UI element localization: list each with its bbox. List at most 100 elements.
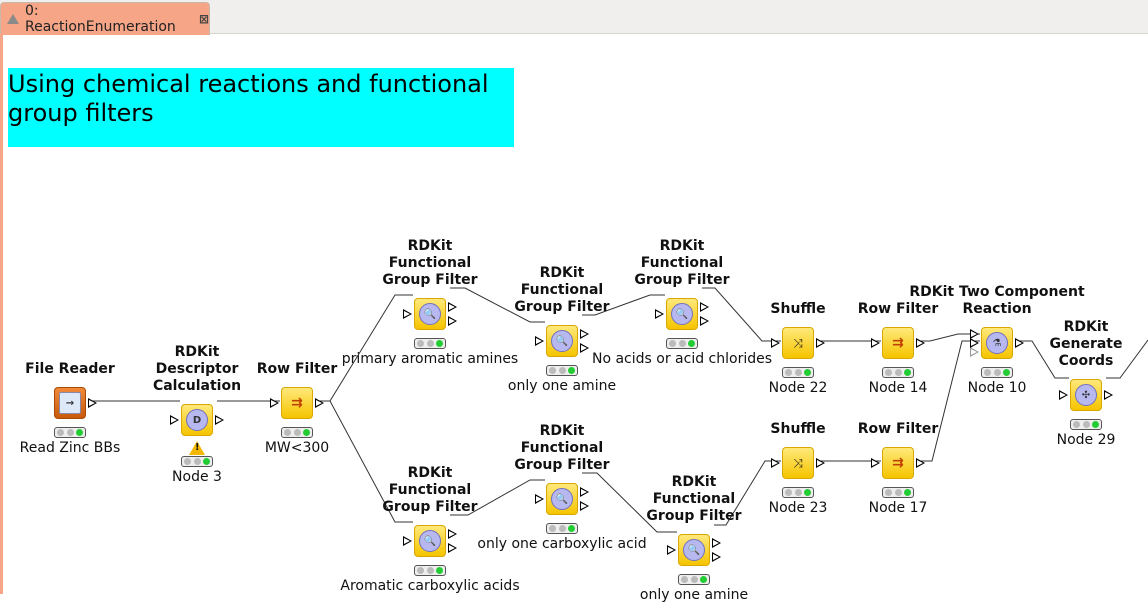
magnifier-icon: 🔍: [419, 303, 441, 325]
node-icon[interactable]: 🔍: [535, 325, 589, 357]
node-label[interactable]: MW<300: [264, 440, 330, 456]
node-label[interactable]: only one amine: [507, 378, 617, 394]
node-icon[interactable]: ⚗: [970, 327, 1024, 359]
node-icon[interactable]: ⇉: [871, 447, 925, 479]
connection: [450, 479, 545, 516]
input-port[interactable]: [667, 545, 676, 555]
input-port[interactable]: [535, 336, 544, 346]
input-port[interactable]: [871, 338, 880, 348]
node-label[interactable]: No acids or acid chlorides: [591, 351, 773, 367]
node-icon[interactable]: ⇉: [270, 387, 324, 419]
output-port[interactable]: [215, 415, 224, 425]
node-icon[interactable]: 🔍: [403, 298, 457, 330]
input-port[interactable]: [403, 309, 412, 319]
output-port[interactable]: [816, 458, 825, 468]
node-label[interactable]: Aromatic carboxylic acids: [340, 578, 520, 594]
output-port[interactable]: [816, 338, 825, 348]
input-port[interactable]: [403, 536, 412, 546]
output-port[interactable]: [712, 552, 721, 562]
node-label[interactable]: Node 17: [868, 500, 928, 516]
close-icon[interactable]: ⊠: [198, 12, 209, 26]
node-row-filter[interactable]: Row Filter ⇉ Node 14: [778, 301, 1018, 397]
row-filter-icon: ⇉: [892, 335, 904, 351]
node-icon[interactable]: ✣: [1059, 379, 1113, 411]
node-fg-filter[interactable]: RDKit Functional Group Filter 🔍 primary …: [310, 238, 550, 368]
output-port[interactable]: [916, 458, 925, 468]
node-icon[interactable]: 🔍: [655, 298, 709, 330]
output-port[interactable]: [580, 501, 589, 511]
input-port[interactable]: [771, 338, 780, 348]
node-shuffle[interactable]: Shuffle ⤨ Node 22: [678, 301, 918, 397]
node-fg-filter[interactable]: RDKit Functional Group Filter 🔍 No acids…: [562, 238, 802, 368]
workflow-annotation[interactable]: Using chemical reactions and functional …: [8, 68, 514, 147]
node-icon[interactable]: ⇉: [871, 327, 925, 359]
node-fg-filter[interactable]: RDKit Functional Group Filter 🔍 Aromatic…: [310, 465, 550, 595]
input-port[interactable]: [871, 458, 880, 468]
output-port[interactable]: [916, 338, 925, 348]
input-port[interactable]: [535, 494, 544, 504]
output-port[interactable]: [315, 398, 324, 408]
node-label[interactable]: Node 23: [768, 500, 828, 516]
node-title: RDKit Functional Group Filter: [646, 474, 742, 524]
node-icon[interactable]: 🔍: [535, 483, 589, 515]
node-descriptor-calculation[interactable]: RDKit Descriptor Calculation D Node 3: [77, 344, 317, 486]
workflow-canvas[interactable]: [0, 34, 1148, 594]
input-port[interactable]: [170, 415, 179, 425]
node-icon[interactable]: →: [54, 387, 97, 419]
status-light: [281, 427, 313, 438]
input-port[interactable]: [270, 398, 279, 408]
node-icon[interactable]: 🔍: [667, 534, 721, 566]
input-port[interactable]: [771, 458, 780, 468]
output-port[interactable]: [700, 302, 709, 312]
input-port[interactable]: [970, 329, 979, 339]
node-icon[interactable]: ⤨: [771, 447, 825, 479]
node-label[interactable]: only one amine: [639, 587, 749, 603]
node-generate-coords[interactable]: RDKit Generate Coords ✣ Node 29: [966, 319, 1148, 449]
output-port[interactable]: [712, 538, 721, 548]
node-label[interactable]: Read Zinc BBs: [19, 440, 121, 456]
output-port[interactable]: [580, 329, 589, 339]
input-port[interactable]: [655, 309, 664, 319]
node-title: Row Filter: [857, 421, 939, 437]
output-port[interactable]: [88, 398, 97, 408]
output-port[interactable]: [448, 316, 457, 326]
output-port[interactable]: [448, 302, 457, 312]
status-light: [882, 487, 914, 498]
output-port[interactable]: [448, 529, 457, 539]
input-port[interactable]: [1059, 390, 1068, 400]
input-port[interactable]: [970, 338, 979, 348]
coords-icon: ✣: [1075, 384, 1097, 406]
status-light: [546, 365, 578, 376]
node-label[interactable]: Node 29: [1056, 432, 1116, 448]
output-port[interactable]: [580, 487, 589, 497]
output-port[interactable]: [1015, 338, 1024, 348]
node-label[interactable]: Node 10: [967, 380, 1027, 396]
optional-input-port[interactable]: [970, 347, 979, 357]
node-label[interactable]: only one carboxylic acid: [477, 536, 647, 552]
output-port[interactable]: [580, 343, 589, 353]
node-icon[interactable]: ⤨: [771, 327, 825, 359]
output-port[interactable]: [448, 543, 457, 553]
node-title: Row Filter: [857, 301, 939, 317]
node-label[interactable]: Node 3: [172, 469, 222, 485]
node-shuffle[interactable]: Shuffle ⤨ Node 23: [678, 421, 918, 517]
output-port[interactable]: [1104, 390, 1113, 400]
node-row-filter[interactable]: Row Filter ⇉ Node 17: [778, 421, 1018, 517]
node-title: File Reader: [25, 361, 115, 377]
output-port[interactable]: [700, 316, 709, 326]
node-file-reader[interactable]: File Reader → Read Zinc BBs: [0, 361, 190, 457]
node-row-filter[interactable]: Row Filter ⇉ MW<300: [177, 361, 417, 457]
warning-icon[interactable]: [189, 441, 205, 455]
connection: [1106, 339, 1148, 379]
node-label[interactable]: primary aromatic amines: [341, 351, 519, 367]
node-label[interactable]: Node 22: [768, 380, 828, 396]
node-two-component-reaction[interactable]: RDKit Two Component Reaction ⚗ Node 10: [877, 284, 1117, 397]
node-icon[interactable]: D: [170, 404, 224, 436]
status-light: [181, 456, 213, 467]
tab-reaction-enumeration[interactable]: 0: ReactionEnumeration ⊠: [0, 2, 210, 35]
node-icon[interactable]: 🔍: [403, 525, 457, 557]
node-fg-filter[interactable]: RDKit Functional Group Filter 🔍 only one…: [442, 423, 682, 553]
node-fg-filter[interactable]: RDKit Functional Group Filter 🔍 only one…: [442, 265, 682, 395]
connection: [582, 472, 677, 533]
node-label[interactable]: Node 14: [868, 380, 928, 396]
